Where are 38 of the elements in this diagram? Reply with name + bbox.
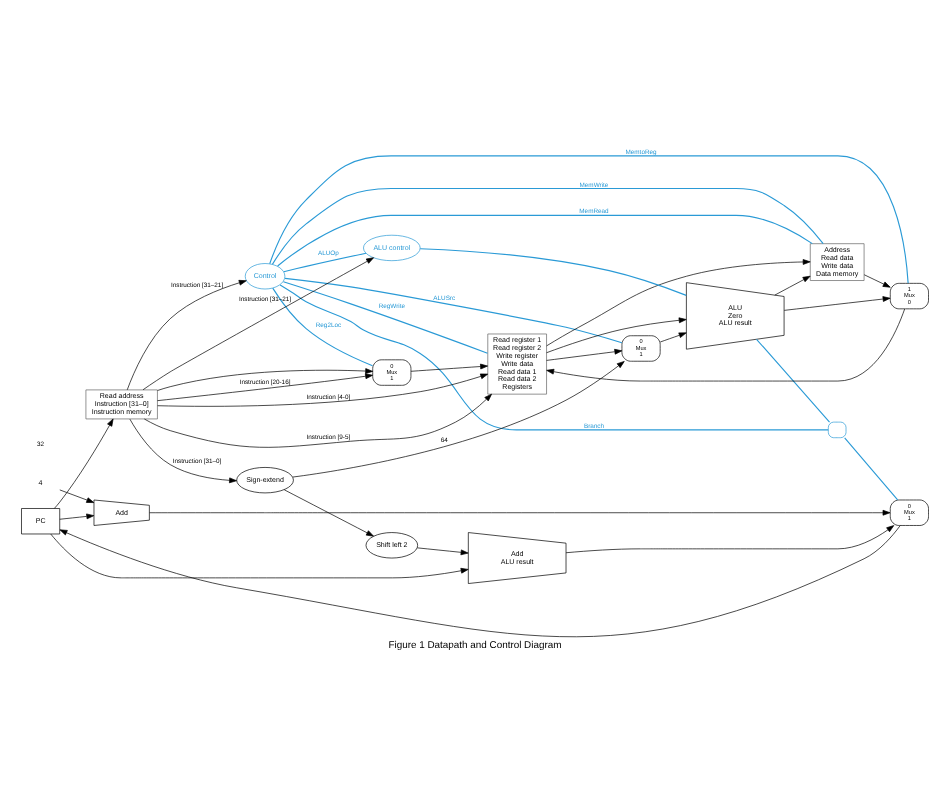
arrow bbox=[862, 274, 890, 288]
connector bbox=[843, 437, 898, 501]
arrow bbox=[58, 489, 94, 503]
arrow bbox=[415, 547, 468, 556]
arrow bbox=[658, 332, 686, 343]
connector bbox=[276, 214, 812, 267]
arrow bbox=[564, 525, 894, 554]
arrow bbox=[782, 296, 890, 311]
arrow bbox=[143, 393, 491, 448]
connector bbox=[281, 281, 488, 354]
connector bbox=[418, 248, 686, 296]
connector bbox=[754, 338, 830, 423]
arrow bbox=[409, 363, 487, 372]
node-gate bbox=[826, 421, 846, 439]
arrow bbox=[58, 525, 900, 637]
arrow bbox=[141, 257, 373, 391]
arrow bbox=[545, 308, 904, 382]
connector bbox=[282, 252, 366, 273]
arrow bbox=[58, 513, 94, 520]
arrow bbox=[545, 259, 810, 347]
connector bbox=[278, 284, 828, 431]
arrow bbox=[773, 275, 810, 296]
connector bbox=[270, 187, 823, 265]
arrow bbox=[125, 280, 246, 391]
arrow bbox=[545, 317, 686, 354]
arrow bbox=[148, 509, 890, 516]
arrow bbox=[156, 373, 372, 402]
connector bbox=[271, 287, 373, 367]
connector bbox=[268, 155, 908, 284]
arrow bbox=[53, 418, 113, 509]
arrow bbox=[282, 489, 373, 537]
connector bbox=[283, 277, 622, 344]
arrow bbox=[291, 361, 624, 478]
arrow bbox=[156, 373, 488, 407]
arrow bbox=[49, 533, 468, 579]
arrow bbox=[128, 418, 236, 484]
arrow bbox=[156, 368, 373, 391]
arrow bbox=[545, 348, 622, 361]
